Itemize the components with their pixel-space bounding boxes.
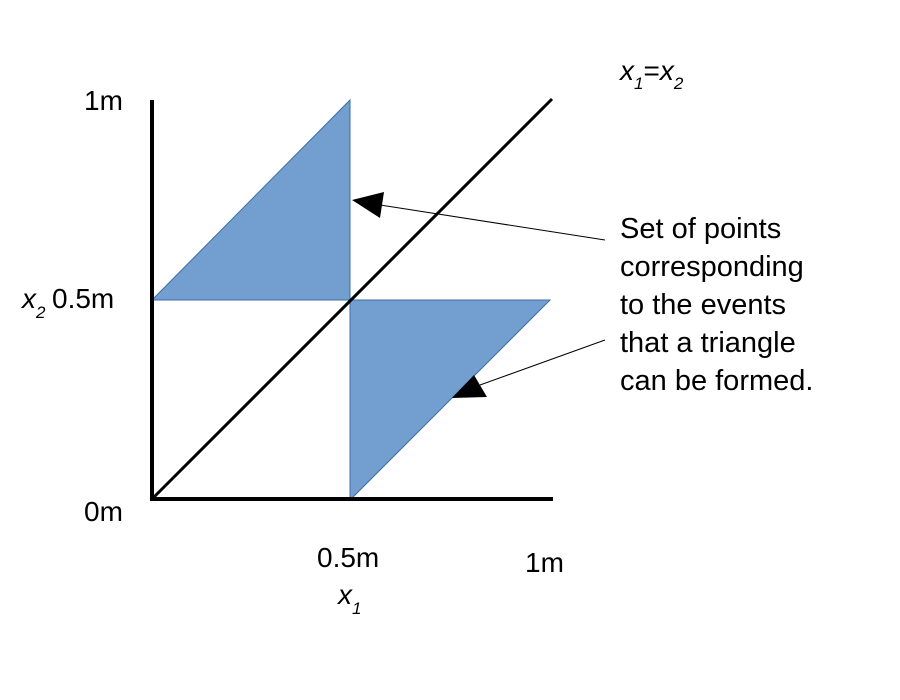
diagonal-label-left-var: x — [618, 55, 635, 86]
lower-right-shaded-region — [349, 299, 552, 502]
x-axis-label: x1 — [336, 579, 361, 618]
annotation-line-1: Set of points — [620, 213, 781, 245]
annotation-text: Set of points corresponding to the event… — [620, 213, 813, 397]
y-axis-label-var: x — [20, 283, 37, 314]
diagonal-label-left-sub: 1 — [634, 74, 643, 93]
upper-left-shaded-region — [150, 98, 351, 301]
annotation-line-3: to the events — [620, 289, 786, 321]
diagonal-label-right-sub: 2 — [673, 74, 684, 93]
annotation-line-4: that a triangle — [620, 327, 796, 359]
arrowhead-upper — [352, 192, 384, 218]
x-axis-label-var: x — [336, 579, 353, 610]
y-tick-label-mid: 0.5m — [52, 283, 114, 314]
y-axis-label-sub: 2 — [35, 303, 46, 322]
x-axis-label-sub: 1 — [352, 599, 361, 618]
x-tick-label-right: 1m — [525, 547, 564, 578]
x-tick-label-mid: 0.5m — [317, 542, 379, 573]
diagonal-label: x1=x2 — [618, 55, 684, 93]
y-axis-label: x2 — [20, 283, 46, 322]
diagonal-label-right-var: x — [658, 55, 675, 86]
annotation-line-2: corresponding — [620, 251, 804, 283]
diagonal-label-eq: = — [643, 55, 659, 86]
pointer-line-lower — [479, 339, 606, 386]
arrowhead-lower — [452, 375, 487, 398]
pointer-line-upper — [379, 204, 606, 241]
annotation-line-5: can be formed. — [620, 365, 813, 397]
y-tick-label-top: 1m — [84, 85, 123, 116]
y-tick-label-bottom: 0m — [84, 496, 123, 527]
diagonal-line — [150, 97, 554, 501]
